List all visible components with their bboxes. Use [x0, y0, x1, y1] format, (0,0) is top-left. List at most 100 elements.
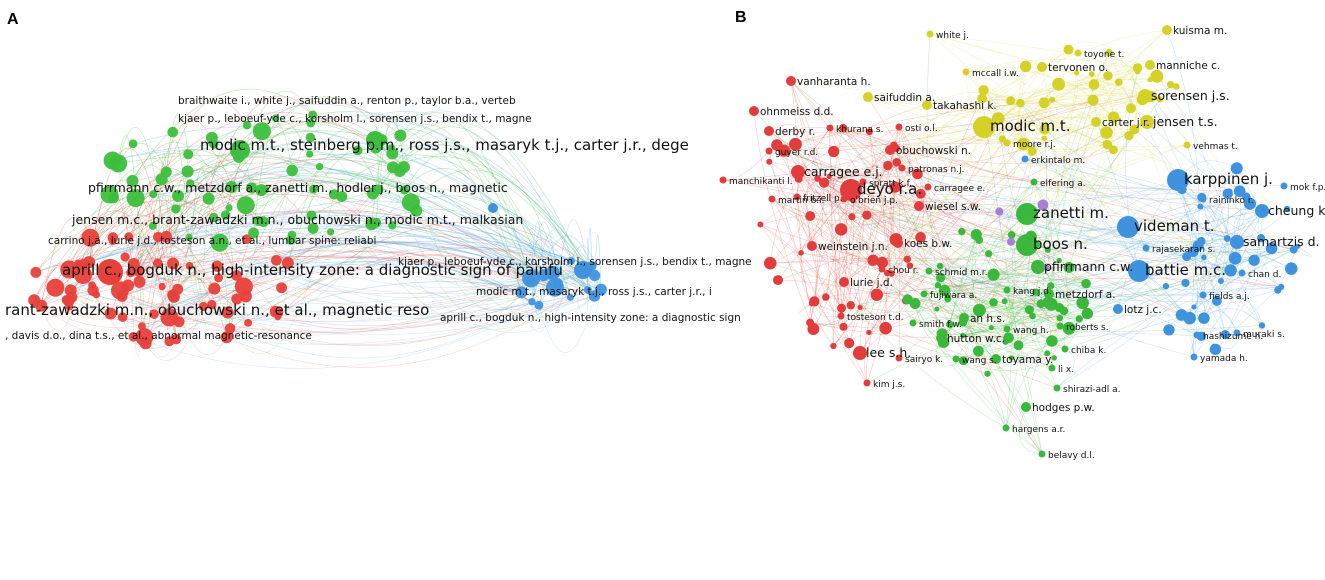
network-node [1117, 216, 1139, 238]
network-edge [138, 193, 374, 293]
network-edge [1193, 193, 1229, 308]
network-edge [842, 127, 918, 175]
network-node [1044, 350, 1051, 357]
network-edge [817, 178, 911, 266]
network-edge [797, 178, 813, 247]
network-edge [157, 153, 167, 264]
network-node [959, 332, 966, 339]
node-label: mok f.p. [1290, 183, 1325, 193]
network-edge [1035, 248, 1272, 293]
network-edge [1193, 249, 1294, 308]
network-edge [400, 135, 531, 311]
network-edge [128, 186, 232, 249]
network-edge [1138, 270, 1198, 336]
network-node [117, 312, 128, 322]
network-edge [261, 111, 593, 267]
network-node [988, 325, 994, 331]
network-edge [145, 148, 232, 344]
node-label: carragee e. [934, 184, 985, 194]
network-edge [1033, 181, 1054, 286]
network-node [1129, 124, 1140, 135]
network-node [515, 286, 528, 299]
network-edge [1031, 99, 1143, 152]
network-node [895, 354, 903, 362]
network-edge [840, 229, 963, 336]
network-edge [40, 216, 91, 306]
network-edge [887, 186, 907, 301]
network-edge [998, 118, 1216, 350]
network-edge [144, 240, 556, 338]
node-label: kim j.s. [873, 380, 905, 390]
network-node [1192, 240, 1204, 252]
network-edge [530, 222, 559, 284]
network-edge [258, 200, 602, 290]
network-edge [810, 212, 962, 232]
network-node [989, 298, 998, 307]
node-label: raininko r. [1209, 196, 1254, 206]
network-node [1053, 384, 1061, 392]
network-node [830, 342, 837, 350]
network-edge [823, 174, 896, 188]
network-node [211, 260, 223, 272]
network-edge [1108, 52, 1216, 350]
network-node [352, 145, 363, 156]
network-edge [1011, 248, 1272, 359]
network-edge [133, 225, 592, 267]
network-node [840, 195, 848, 203]
network-edge [1201, 332, 1238, 349]
node-label: kang j.d. [1013, 287, 1052, 297]
network-edge [55, 158, 394, 288]
network-edge [790, 80, 825, 183]
network-node [1031, 260, 1045, 274]
network-edge [829, 49, 1069, 177]
network-node [839, 277, 849, 287]
network-node [934, 282, 942, 289]
network-node [938, 284, 951, 297]
network-edge [944, 286, 1282, 298]
node-label: jensen t.s. [1152, 114, 1218, 129]
network-edge [898, 126, 1006, 343]
network-node [1233, 185, 1246, 198]
network-node [276, 282, 288, 294]
panel-a-cocitation-network: A braithwaite i., white j., saifuddin a.… [5, 11, 752, 369]
network-edge [790, 80, 1129, 136]
network-node [1001, 298, 1008, 305]
network-edge [872, 259, 1066, 350]
node-label: li x. [1058, 365, 1074, 375]
network-node [210, 233, 229, 252]
network-node [30, 266, 42, 278]
node-label: rant-zawadzki m.n., obuchowski n., et al… [5, 301, 429, 319]
network-node [1037, 62, 1047, 72]
network-edge [392, 121, 595, 297]
network-edge [211, 301, 533, 346]
network-edge [784, 150, 1194, 252]
node-label: fritzell p. [803, 194, 843, 204]
network-edge [1004, 301, 1043, 455]
network-node [1182, 252, 1192, 262]
network-edge [936, 234, 977, 310]
network-edge [825, 126, 900, 298]
network-edge [226, 248, 595, 338]
network-node [1278, 283, 1285, 291]
network-node [1017, 137, 1030, 151]
network-node [126, 174, 139, 187]
network-edge [915, 290, 1083, 304]
network-node [867, 254, 879, 266]
network-edge [949, 324, 997, 360]
network-node [1044, 289, 1054, 299]
network-edge [161, 162, 571, 298]
network-edge [889, 149, 994, 275]
network-edge [907, 144, 1188, 260]
network-node [74, 259, 83, 268]
network-node [839, 322, 848, 331]
network-node [1063, 261, 1075, 273]
network-node [127, 257, 140, 270]
network-edge [947, 138, 1003, 299]
network-node [757, 221, 764, 228]
network-edge [895, 239, 942, 339]
network-node [1102, 139, 1113, 150]
network-edge [1107, 75, 1148, 123]
network-node [214, 273, 224, 283]
network-edge [809, 215, 819, 302]
